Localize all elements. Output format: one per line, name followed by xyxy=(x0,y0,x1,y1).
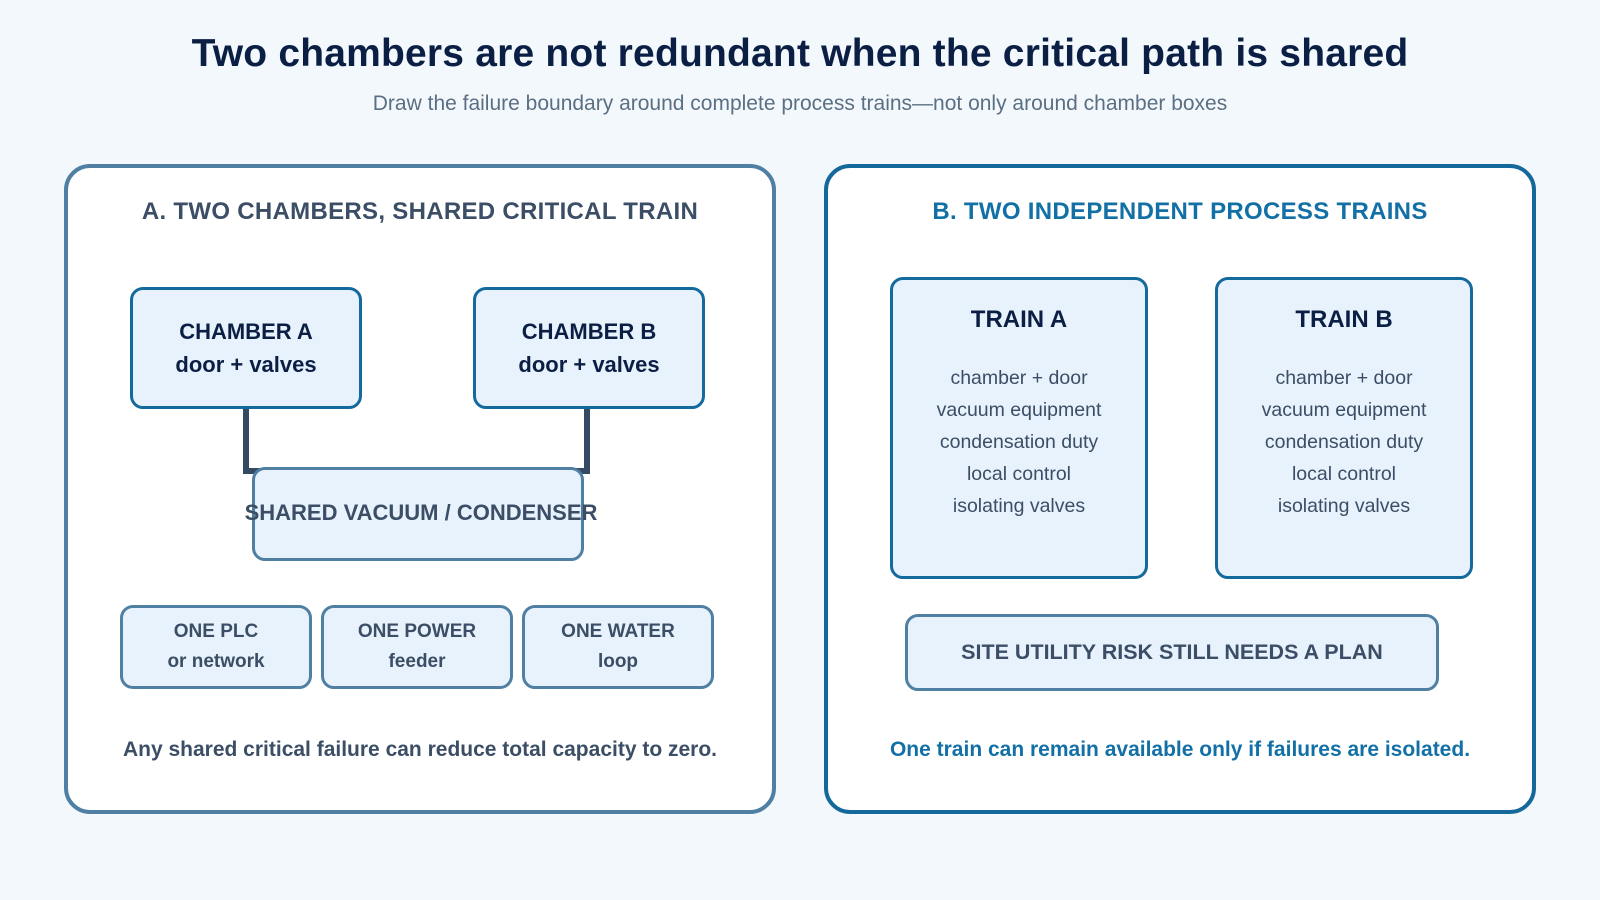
shared-vacuum-condenser-label: SHARED VACUUM / CONDENSER xyxy=(244,500,598,525)
utility-power-line1: ONE POWER xyxy=(357,621,477,642)
train-a-items: chamber + door vacuum equipment condensa… xyxy=(893,362,1145,522)
chamber-a-detail: door + valves xyxy=(175,352,317,377)
train-b-item: isolating valves xyxy=(1277,495,1411,517)
train-a-item: local control xyxy=(966,463,1072,485)
panel-a-heading: A. TWO CHAMBERS, SHARED CRITICAL TRAIN xyxy=(141,198,699,225)
panel-b-footnote: One train can remain available only if f… xyxy=(889,738,1471,761)
chamber-b-name: CHAMBER B xyxy=(521,319,657,344)
train-a-box: TRAIN A chamber + door vacuum equipment … xyxy=(890,277,1148,579)
train-b-item: local control xyxy=(1291,463,1397,485)
train-a-item: condensation duty xyxy=(939,431,1099,453)
chamber-a-name: CHAMBER A xyxy=(179,319,313,344)
shared-vacuum-condenser-box: SHARED VACUUM / CONDENSER xyxy=(245,467,597,561)
train-a-item: chamber + door xyxy=(950,367,1088,389)
train-b-box: TRAIN B chamber + door vacuum equipment … xyxy=(1215,277,1473,579)
train-b-item: chamber + door xyxy=(1275,367,1413,389)
chamber-b-detail: door + valves xyxy=(518,352,660,377)
train-b-name: TRAIN B xyxy=(1295,306,1393,333)
panel-b-heading: B. TWO INDEPENDENT PROCESS TRAINS xyxy=(932,198,1428,225)
utility-power-box: ONE POWER feeder xyxy=(321,605,513,689)
panel-shared-train: A. TWO CHAMBERS, SHARED CRITICAL TRAIN C… xyxy=(64,164,776,814)
train-b-item: vacuum equipment xyxy=(1261,399,1427,421)
chamber-b-box: CHAMBER B door + valves xyxy=(473,287,705,409)
panel-a-footnote: Any shared critical failure can reduce t… xyxy=(122,738,718,761)
page-title: Two chambers are not redundant when the … xyxy=(191,32,1409,75)
train-b-items: chamber + door vacuum equipment condensa… xyxy=(1218,362,1470,522)
utility-water-box: ONE WATER loop xyxy=(522,605,714,689)
train-a-item: vacuum equipment xyxy=(936,399,1102,421)
utility-water-line1: ONE WATER xyxy=(561,621,675,642)
site-utility-risk-box: SITE UTILITY RISK STILL NEEDS A PLAN xyxy=(905,614,1439,691)
utility-water-line2: loop xyxy=(597,651,639,672)
page-subtitle: Draw the failure boundary around complet… xyxy=(372,92,1228,115)
train-a-item: isolating valves xyxy=(952,495,1086,517)
utility-plc-line2: or network xyxy=(167,651,265,672)
train-b-item: condensation duty xyxy=(1264,431,1424,453)
utility-plc-box: ONE PLC or network xyxy=(120,605,312,689)
panel-independent-trains: B. TWO INDEPENDENT PROCESS TRAINS TRAIN … xyxy=(824,164,1536,814)
utility-power-line2: feeder xyxy=(388,651,446,672)
utility-plc-line1: ONE PLC xyxy=(173,621,259,642)
train-a-name: TRAIN A xyxy=(970,306,1068,333)
chamber-a-box: CHAMBER A door + valves xyxy=(130,287,362,409)
